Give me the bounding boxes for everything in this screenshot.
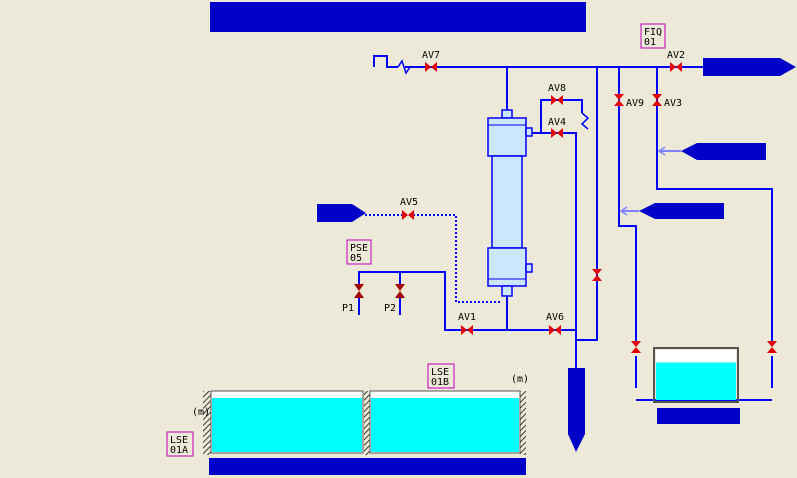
valve-return[interactable] (592, 269, 602, 281)
inlet-mid-arrow (639, 203, 724, 219)
tank-divider-wall (364, 391, 370, 455)
tag-fiq01[interactable]: FIQ 01 (640, 23, 666, 49)
valve-av5[interactable] (402, 210, 414, 220)
valve-av3-label: AV3 (664, 98, 682, 109)
tag-lse01a-line1: LSE (170, 435, 188, 446)
pump-p2[interactable] (395, 284, 405, 298)
drain-arrow (568, 368, 585, 452)
membrane-module[interactable] (487, 109, 533, 297)
small-tank-water (656, 362, 736, 400)
tank-b-water (371, 398, 519, 452)
valve-av1-label: AV1 (458, 312, 476, 323)
outlet-arrow (703, 58, 796, 76)
valve-small-tank-inlet[interactable] (631, 341, 641, 353)
inlet-trap-pipe (373, 55, 398, 68)
tank-a-left-wall (203, 391, 211, 455)
valve-av4[interactable] (551, 128, 563, 138)
valve-av4-label: AV4 (548, 117, 566, 128)
pump-p1-label: P1 (342, 303, 354, 314)
small-tank[interactable] (653, 347, 739, 403)
title-bar (210, 2, 586, 32)
feed-pipe (358, 271, 508, 331)
small-tank-frame (653, 347, 739, 403)
tag-lse01a[interactable]: LSE 01A (166, 431, 194, 457)
valve-av6-label: AV6 (546, 312, 564, 323)
tag-lse01b[interactable]: LSE 01B (427, 363, 455, 389)
tank-b-right-wall (520, 391, 526, 455)
tank-b[interactable]: (m) (369, 374, 529, 455)
inlet-upper-arrow (681, 143, 766, 160)
valve-av3[interactable] (652, 94, 662, 106)
valve-av2-label: AV2 (667, 50, 685, 61)
return-pipe (576, 67, 598, 341)
av8-check-symbol (580, 112, 590, 130)
small-tank-base (657, 408, 740, 424)
tag-lse01b-line1: LSE (431, 367, 449, 378)
av5-dotted-pipe (365, 214, 500, 303)
tag-pse05-line2: 05 (350, 253, 362, 264)
valve-av8[interactable] (551, 95, 563, 105)
tag-lse01b-line2: 01B (431, 377, 449, 388)
check-valve-symbol (397, 59, 411, 75)
valve-small-tank-outlet[interactable] (767, 341, 777, 353)
tag-lse01a-line2: 01A (170, 445, 188, 456)
concentrate-pipe (529, 132, 577, 340)
tag-pse05[interactable]: PSE 05 (346, 239, 372, 265)
tank-a[interactable]: (m) (192, 390, 364, 455)
tank-a-water (212, 398, 362, 452)
pump-p1[interactable] (354, 284, 364, 298)
valve-av7-label: AV7 (422, 50, 440, 61)
tank-b-unit: (m) (511, 374, 529, 385)
valve-av9-label: AV9 (626, 98, 644, 109)
valve-av5-label: AV5 (400, 197, 418, 208)
valve-av2[interactable] (670, 62, 682, 72)
inlet-mid-arrowhead (619, 206, 628, 216)
tag-pse05-line1: PSE (350, 243, 368, 254)
pump-p2-label: P2 (384, 303, 396, 314)
valve-av8-label: AV8 (548, 83, 566, 94)
inlet-left-arrow (317, 204, 366, 222)
valve-av7[interactable] (425, 62, 437, 72)
tank-base-bar (209, 458, 526, 475)
valve-av6[interactable] (549, 325, 561, 335)
valve-av1[interactable] (461, 325, 473, 335)
av9-pipe (618, 67, 637, 345)
tank-a-unit: (m) (192, 407, 210, 418)
inlet-upper-arrowhead (657, 146, 666, 156)
valve-av9[interactable] (614, 94, 624, 106)
av3-pipe (656, 67, 773, 345)
tag-fiq01-line1: FIQ (644, 27, 662, 38)
tag-fiq01-line2: 01 (644, 37, 656, 48)
